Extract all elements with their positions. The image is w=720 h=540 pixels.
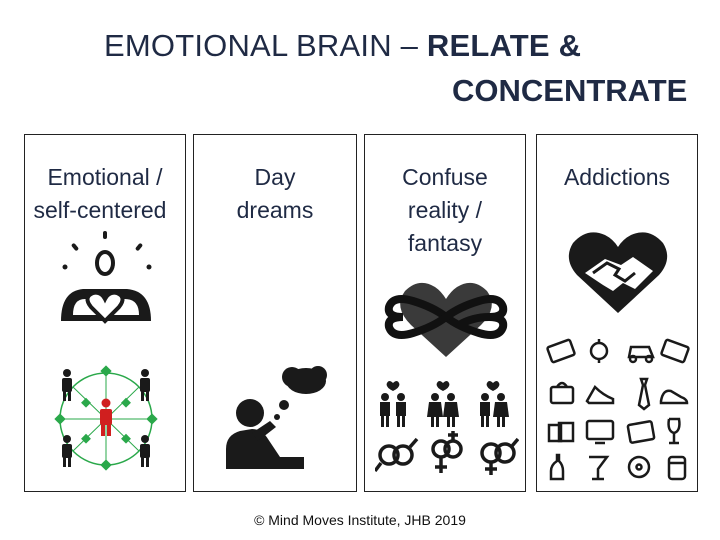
meditating-heart-icon [61,231,152,324]
handshake-heart-icon [568,232,668,313]
title-part-bold: RELATE & [426,28,582,63]
label-line: fantasy [407,230,483,256]
label-line: dreams [236,197,314,223]
panel-confuse-reality: Confuse reality / fantasy [364,134,526,492]
daydreaming-person-icon [226,366,327,469]
panel-label-confuse-reality: Confuse reality / fantasy [365,161,525,260]
addiction-items-grid [546,338,690,481]
panel-label-day-dreams: Day dreams [194,161,356,227]
panel-label-emotional: Emotional / self-centered [25,161,185,227]
panel-addictions: Addictions [536,134,698,492]
couples-icon [375,381,519,475]
label-line: self-centered [33,197,167,223]
panel-day-dreams: Day dreams [193,134,357,492]
panel-emotional: Emotional / self-centered [24,134,186,492]
label-line: reality / [407,197,483,223]
title-part-normal: EMOTIONAL BRAIN – [104,28,427,63]
label-line: Emotional / [47,164,163,190]
slide-title-line1: EMOTIONAL BRAIN – RELATE & [104,28,581,64]
label-line: Addictions [563,164,671,190]
slide-title-line2: CONCENTRATE [452,73,688,108]
label-line: Day [254,164,296,190]
infinity-heart-icon [384,282,508,357]
people-network-icon [54,365,158,471]
copyright-footer: © Mind Moves Institute, JHB 2019 [254,512,466,528]
panel-label-addictions: Addictions [537,161,697,194]
label-line: Confuse [402,164,488,190]
